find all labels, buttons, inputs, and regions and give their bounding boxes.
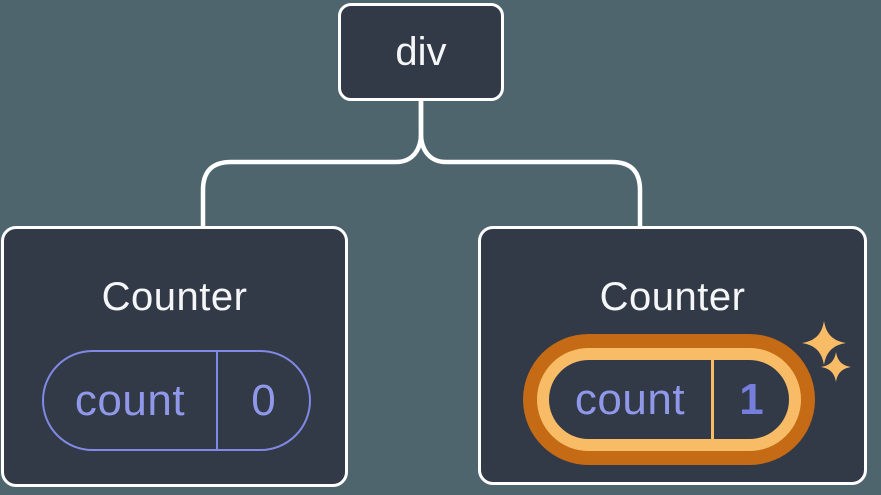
state-key-section: count (44, 352, 218, 449)
sparkle-small (821, 352, 851, 382)
state-pill-right-highlighted: count 1 (523, 334, 815, 465)
root-node-div: div (338, 3, 504, 101)
state-key-section: count (549, 360, 711, 439)
connector-left-branch (200, 98, 424, 230)
component-title: Counter (599, 275, 746, 319)
state-value-section: 0 (218, 352, 309, 449)
connector-right-branch (418, 98, 643, 230)
state-value-label: 1 (739, 374, 764, 424)
component-title: Counter (101, 275, 248, 319)
counter-card-left: Counter count 0 (1, 226, 348, 487)
counter-card-right: Counter count 1 (478, 226, 867, 485)
state-key-label: count (74, 375, 186, 425)
sparkle-large (802, 321, 846, 365)
root-node-label: div (395, 29, 447, 74)
state-value-label: 0 (251, 375, 276, 425)
state-pill-left: count 0 (42, 350, 311, 451)
state-pill-highlight-ring: count 1 (537, 348, 801, 451)
state-value-section: 1 (714, 360, 789, 439)
state-key-label: count (574, 374, 686, 424)
